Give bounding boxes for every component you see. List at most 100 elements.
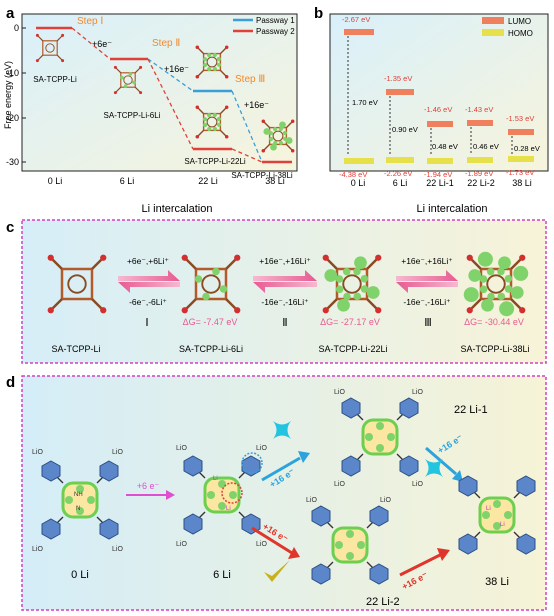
label-a-sa-tcpp-li: SA-TCPP-Li bbox=[33, 75, 77, 84]
arrow-label-16e-a: +16e⁻ bbox=[164, 64, 189, 74]
backward-arrow-2 bbox=[253, 282, 317, 293]
lumo-bar-6li bbox=[386, 89, 414, 95]
connector-0-6 bbox=[71, 27, 111, 60]
arrow-d-0-6-head bbox=[166, 490, 175, 500]
x-tick-38li: 38 Li bbox=[265, 176, 285, 186]
forward-arrow-1 bbox=[118, 270, 180, 281]
panel-b-letter: b bbox=[314, 5, 323, 22]
lumo-6li: -1.35 eV bbox=[384, 74, 412, 83]
lumo-bar-22li-1 bbox=[427, 121, 453, 127]
d-22li1-group-tr: LiO bbox=[412, 389, 423, 396]
label-c-6li: SA-TCPP-Li-6Li bbox=[179, 344, 243, 354]
homo-bar-22li-1 bbox=[427, 158, 453, 164]
lumo-22li-2: -1.43 eV bbox=[465, 105, 493, 114]
panel-b: b LUMO HOMO -2.67 eV 1.70 eV -4.38 eV -1… bbox=[314, 5, 549, 215]
panel-a-letter: a bbox=[6, 5, 15, 22]
forward-arrow-2 bbox=[253, 270, 317, 281]
gap-0li: 1.70 eV bbox=[352, 98, 378, 107]
homo-0li: -4.38 eV bbox=[339, 170, 367, 179]
gap-22li-1: 0.48 eV bbox=[432, 142, 458, 151]
label-c-22li: SA-TCPP-Li-22Li bbox=[318, 344, 387, 354]
connector-22-38-p1 bbox=[231, 90, 263, 163]
arrow-d-22-2-38-head bbox=[437, 548, 450, 561]
panel-d-letter: d bbox=[6, 374, 15, 391]
d-0li-group-bl: LiO bbox=[32, 546, 43, 553]
gap-6li: 0.90 eV bbox=[392, 125, 418, 134]
panel-a-ylabel: Free energy (eV) bbox=[3, 61, 13, 129]
highlight-circle-red bbox=[221, 482, 243, 504]
legend-passway1: Passway 1 bbox=[256, 16, 295, 25]
arrow-label-16e-b: +16e⁻ bbox=[244, 100, 269, 110]
lumo-0li: -2.67 eV bbox=[342, 15, 370, 24]
d-38li-li-b: Li bbox=[500, 522, 505, 528]
gap-38li: 0.28 eV bbox=[514, 144, 540, 153]
y-tick-30: -30 bbox=[6, 157, 19, 167]
d-6li-group-tl: LiO bbox=[176, 445, 187, 452]
homo-bar-6li bbox=[386, 157, 414, 163]
label-d-6li: 6 Li bbox=[213, 569, 231, 581]
backward-label-1: -6e⁻,-6Li⁺ bbox=[129, 297, 167, 307]
d-6li-group-bl: LiO bbox=[176, 541, 187, 548]
arrow-d-22-1-38-head bbox=[452, 470, 463, 482]
label-c-38li: SA-TCPP-Li-38Li bbox=[460, 344, 529, 354]
step-1-label: Step Ⅰ bbox=[77, 16, 103, 27]
homo-bar-38li bbox=[508, 156, 534, 162]
label-a-22li: SA-TCPP-Li-22Li bbox=[184, 157, 246, 166]
homo-38li: -1.73 eV bbox=[506, 168, 534, 177]
backward-label-3: -16e⁻,-16Li⁺ bbox=[403, 297, 451, 307]
legend-lumo: LUMO bbox=[508, 17, 531, 26]
panel-b-xlabel: Li intercalation bbox=[417, 203, 488, 215]
arrow-label-6e: +6e⁻ bbox=[92, 39, 112, 49]
arrow-d-22-2-38 bbox=[399, 553, 441, 577]
lumo-22li-1: -1.46 eV bbox=[424, 105, 452, 114]
label-d-38li: 38 Li bbox=[485, 576, 509, 588]
homo-bar-0li bbox=[344, 158, 374, 164]
legend-passway2: Passway 2 bbox=[256, 27, 295, 36]
lumo-bar-22li-2 bbox=[467, 120, 493, 126]
b-tick-22li-1: 22 Li-1 bbox=[426, 178, 454, 188]
arrow-d-6-22-1 bbox=[261, 456, 301, 482]
cross-icon-1 bbox=[273, 421, 291, 439]
panel-a: a Free energy (eV) 0 -10 -20 -30 0 Li 6 … bbox=[3, 5, 298, 215]
d-22li1-group-bl: LiO bbox=[334, 481, 345, 488]
panel-c: c +6e⁻,+6Li⁺ -6e⁻,-6Li⁺ +16e⁻,+16Li⁺ -16… bbox=[6, 219, 547, 364]
arrow-d-6-22-2-head bbox=[288, 547, 300, 559]
b-tick-38li: 38 Li bbox=[512, 178, 532, 188]
cross-icon-2 bbox=[425, 459, 443, 477]
d-0li-group-tr: LiO bbox=[112, 449, 123, 456]
lumo-bar-38li bbox=[508, 129, 534, 135]
d-0li-group-br: LiO bbox=[112, 546, 123, 553]
d-22li2-group-tr: LiO bbox=[380, 497, 391, 504]
forward-label-2: +16e⁻,+16Li⁺ bbox=[259, 256, 311, 266]
label-d-22li-2: 22 Li-2 bbox=[366, 596, 400, 608]
homo-6li: -2.26 eV bbox=[384, 169, 412, 178]
label-a-6li: SA-TCPP-Li-6Li bbox=[104, 111, 161, 120]
label-c-sa-tcpp-li: SA-TCPP-Li bbox=[51, 344, 100, 354]
highlight-circle-blue bbox=[241, 452, 263, 474]
d-22li2-group-tl: LiO bbox=[306, 497, 317, 504]
y-tick-0: 0 bbox=[14, 23, 19, 33]
roman-1: Ⅰ bbox=[145, 317, 148, 329]
lumo-38li: -1.53 eV bbox=[506, 114, 534, 123]
d-0li-ring-nh: NH bbox=[74, 492, 83, 498]
d-22li1-group-br: LiO bbox=[412, 481, 423, 488]
backward-arrow-3 bbox=[396, 282, 458, 293]
legend-homo-swatch bbox=[482, 29, 504, 36]
dg-2: ΔG= -27.17 eV bbox=[320, 317, 380, 327]
b-tick-6li: 6 Li bbox=[393, 178, 408, 188]
homo-bar-22li-2 bbox=[467, 157, 493, 163]
forward-label-3: +16e⁻,+16Li⁺ bbox=[401, 256, 453, 266]
panel-a-xlabel: Li intercalation bbox=[142, 203, 213, 215]
b-tick-22li-2: 22 Li-2 bbox=[467, 178, 495, 188]
gap-22li-2: 0.46 eV bbox=[473, 142, 499, 151]
forward-arrow-3 bbox=[396, 270, 458, 281]
d-6li-group-br: LiO bbox=[256, 541, 267, 548]
arrow-label-d-6e: +6 e⁻ bbox=[137, 481, 160, 491]
x-tick-0li: 0 Li bbox=[48, 176, 63, 186]
homo-22li-1: -1.94 eV bbox=[424, 170, 452, 179]
step-2-label: Step Ⅱ bbox=[152, 38, 180, 49]
forward-label-1: +6e⁻,+6Li⁺ bbox=[127, 256, 170, 266]
d-6li-li-b: Li bbox=[226, 506, 231, 512]
d-38li-li-a: Li bbox=[486, 506, 491, 512]
check-icon-1 bbox=[264, 560, 290, 582]
